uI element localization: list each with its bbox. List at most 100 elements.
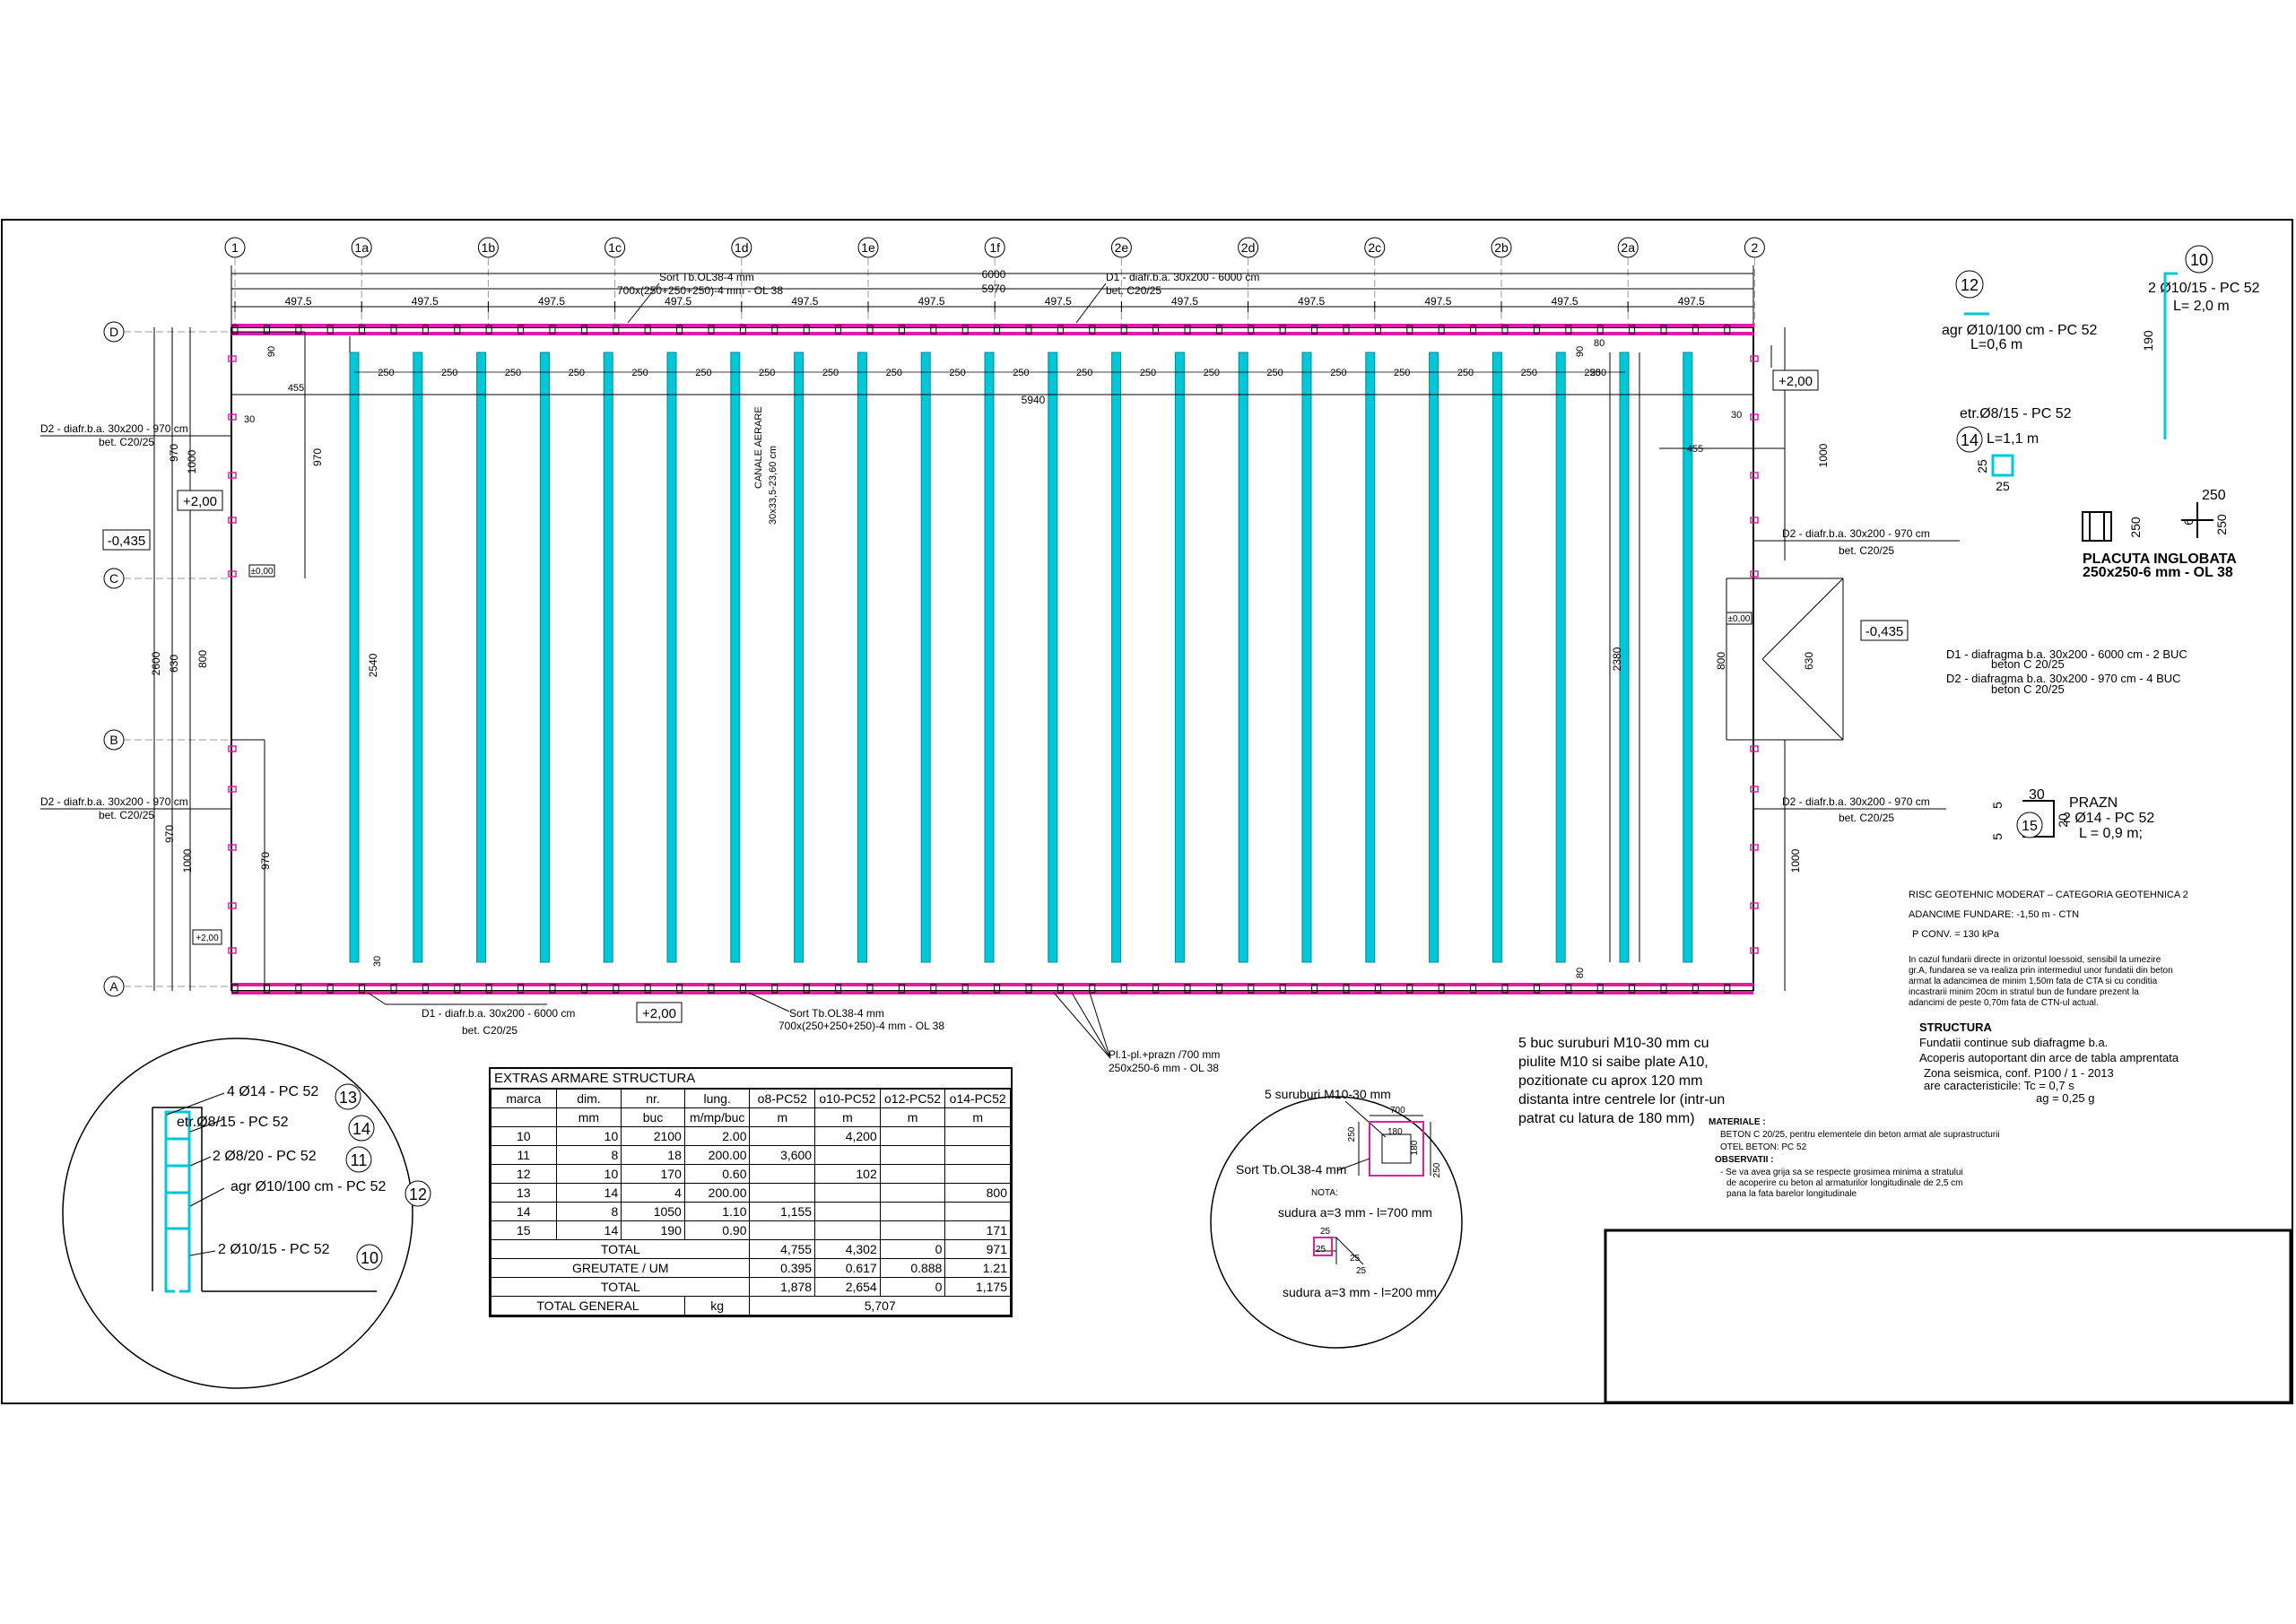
note-m1: BETON C 20/25, pentru elementele din bet… [1720,1130,2000,1140]
note-s1: Fundatii continue sub diafragme b.a. [1919,1036,2108,1049]
plate-dim-top: 250 [2202,488,2226,503]
extras-cell [879,1202,946,1221]
extras-greutate-o14: 1.21 [944,1258,1011,1278]
callout-d1-bot-beton: bet. C20/25 [462,1024,517,1037]
dim-30-right: 30 [1731,410,1742,421]
beam-gap-label: 250 [1140,368,1156,378]
bay-dim-label: 497.5 [1424,295,1451,308]
note-s5: ag = 0,25 g [2036,1091,2094,1105]
extras-cell [879,1183,946,1203]
ventilation-channel [603,352,613,963]
grid-bubble-row [103,321,125,343]
rebar-14-dim-v: 25 [1975,459,1989,473]
extras-total-kg-label: TOTAL [490,1277,751,1297]
note-structura: STRUCTURA [1919,1020,1992,1034]
grid-bubble-row [103,729,125,751]
beam-gap-label: 250 [949,368,965,378]
beam-gap-label: 250 [1394,368,1410,378]
note-p4: incastrarii minim 20cm in stratul bun de… [1909,987,2139,997]
detail-right-d180-v: 180 [1410,1140,1420,1155]
ventilation-channel [1111,352,1122,963]
note-pconv: P CONV. = 130 kPa [1912,929,2000,940]
level-box-zero-left [248,564,275,578]
rebar-10-spec: 2 Ø10/15 - PC 52 [2148,281,2260,296]
plate-dim-6: 6 [2181,518,2196,525]
level-plus-left: +2,00 [183,494,217,509]
grid-bubble-col [351,237,372,258]
extras-cell: 1.10 [683,1202,751,1221]
grid-label-row: A [109,979,118,994]
dim-455-right: 455 [1687,444,1703,455]
ventilation-channel [349,352,360,963]
detail-circle-left [62,1038,413,1389]
note-s3: Zona seismica, conf. P100 / 1 - 2013 [1924,1066,2114,1080]
grid-label-col: 1d [735,240,749,255]
bay-dim-label: 497.5 [1678,295,1705,308]
extras-cell: 8 [555,1202,622,1221]
rebar-14-dim-h: 25 [1996,479,2010,493]
ventilation-channel [730,352,741,963]
mark-15: 15 [2022,819,2038,834]
extras-cell [814,1183,881,1203]
dim-970-left-top: 970 [168,444,180,462]
detail-right-title: 5 suruburi M10-30 mm [1265,1087,1391,1101]
ventilation-channel [857,352,867,963]
note-adancime: ADANCIME FUNDARE: -1,50 m - CTN [1909,909,2079,920]
detail-left-section [164,1110,191,1293]
level-zero-right: ±0,00 [1728,614,1751,624]
extras-cell [749,1164,816,1184]
dim-inner-length: 5940 [1022,394,1046,406]
note-risc: RISC GEOTEHNIC MODERAT – CATEGORIA GEOTE… [1909,890,2188,900]
note-s2: Acoperis autoportant din arce de tabla a… [1919,1051,2179,1064]
detail-left-leaders [166,1092,225,1256]
right-dimensions [1659,327,1844,991]
grid-bubble-col [857,237,879,258]
extras-total-kg-row: TOTAL 1,878 2,654 0 1,175 [490,1277,1011,1297]
callout-sort-bot: Sort Tb.OL38-4 mm [789,1007,884,1020]
detail-11-spec: 2 Ø8/20 - PC 52 [213,1149,317,1164]
mark-10-circle [2185,245,2213,274]
detail-right-d180: 180 [1387,1127,1403,1137]
ventilation-channel [1238,352,1248,963]
extras-total-row: TOTAL 4,755 4,302 0 971 [490,1239,1011,1259]
dim-2600: 2600 [150,651,162,675]
grid-bubble-col [1491,237,1512,258]
extras-total-kg-o12: 0 [879,1277,946,1297]
extras-cell: 13 [491,1183,557,1203]
grid-label-col: 1a [354,240,369,255]
grid-bubble-col [1110,237,1132,258]
detail-14-spec: etr.Ø8/15 - PC 52 [177,1115,289,1130]
detail-left-outline [152,1107,377,1292]
extras-cell [944,1164,1011,1184]
grid-label-col: 1e [861,240,875,255]
beam-gap-label: 250 [505,368,521,378]
prazn-dim-20: 20 [2056,813,2070,828]
extras-cell: 1,155 [749,1202,816,1221]
callout-d1-top-beton: bet. C20/25 [1106,284,1161,297]
note-mat: MATERIALE : [1709,1117,1766,1127]
rebar-10-length: L= 2,0 m [2173,299,2230,314]
dim-30-left: 30 [244,414,255,425]
detail-13-circle [335,1083,361,1110]
detail-13-spec: 4 Ø14 - PC 52 [227,1084,318,1099]
extras-cell [749,1126,816,1146]
detail-14-circle [348,1115,375,1142]
grid-bubble-row [103,976,125,997]
extras-total-kg-o10: 2,654 [814,1277,881,1297]
extras-cell [944,1145,1011,1165]
plate-title: PLACUTA INGLOBATA [2083,551,2237,567]
detail-14-mark: 14 [352,1120,370,1138]
extras-cell: 0.90 [683,1220,751,1240]
level-zero-left: ±0,00 [251,567,274,577]
extras-cell: 4 [621,1183,685,1203]
dim-total-top: 6000 [982,268,1006,281]
callout-sort-top-spec: 700x(250+250+250)-4 mm - OL 38 [617,284,783,297]
extras-cell: 102 [814,1164,881,1184]
detail-right-sort: Sort Tb.OL38-4 mm [1236,1162,1346,1177]
detail-11-circle [345,1146,372,1173]
extras-cell: 190 [621,1220,685,1240]
ventilation-channel [413,352,423,963]
extras-cell [814,1145,881,1165]
